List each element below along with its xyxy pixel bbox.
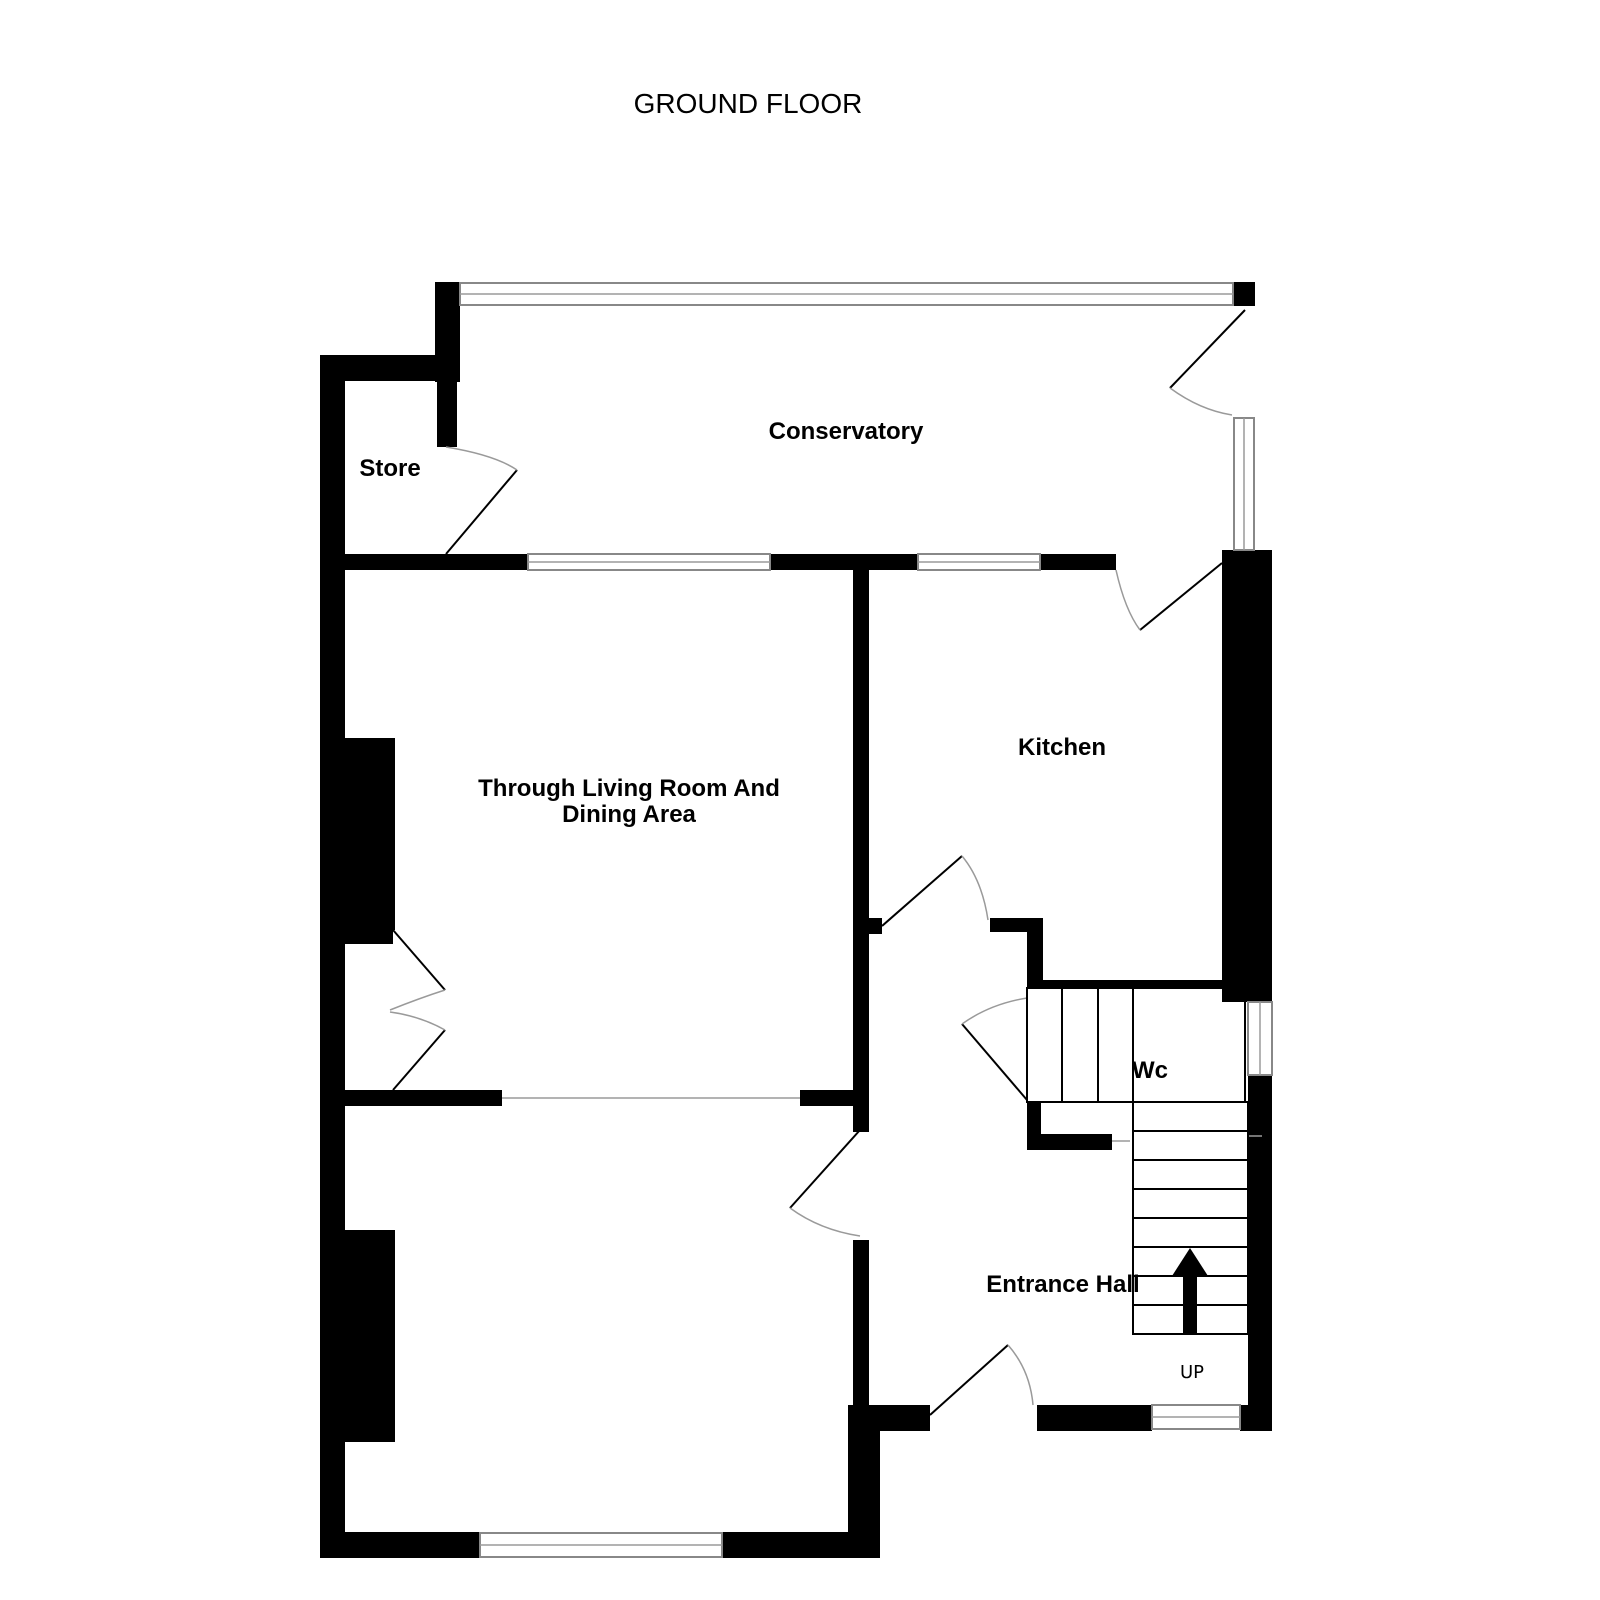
doors xyxy=(389,309,1262,1416)
windows xyxy=(459,282,1273,1558)
walls xyxy=(320,282,1272,1558)
room-label-kitchen: Kitchen xyxy=(1018,734,1106,761)
room-label-conservatory: Conservatory xyxy=(769,418,924,445)
room-label-entrance-hall: Entrance Hall xyxy=(986,1271,1139,1298)
room-label-living-line2: Dining Area xyxy=(562,801,696,828)
stairs-up-arrow-icon xyxy=(1172,1248,1208,1334)
room-label-store: Store xyxy=(359,455,420,482)
room-label-wc: Wc xyxy=(1132,1057,1168,1084)
staircase xyxy=(1026,987,1249,1335)
floor-title: GROUND FLOOR xyxy=(634,88,863,119)
room-label-living-line1: Through Living Room And xyxy=(478,775,780,802)
stairs-up-label: UP xyxy=(1180,1362,1204,1383)
